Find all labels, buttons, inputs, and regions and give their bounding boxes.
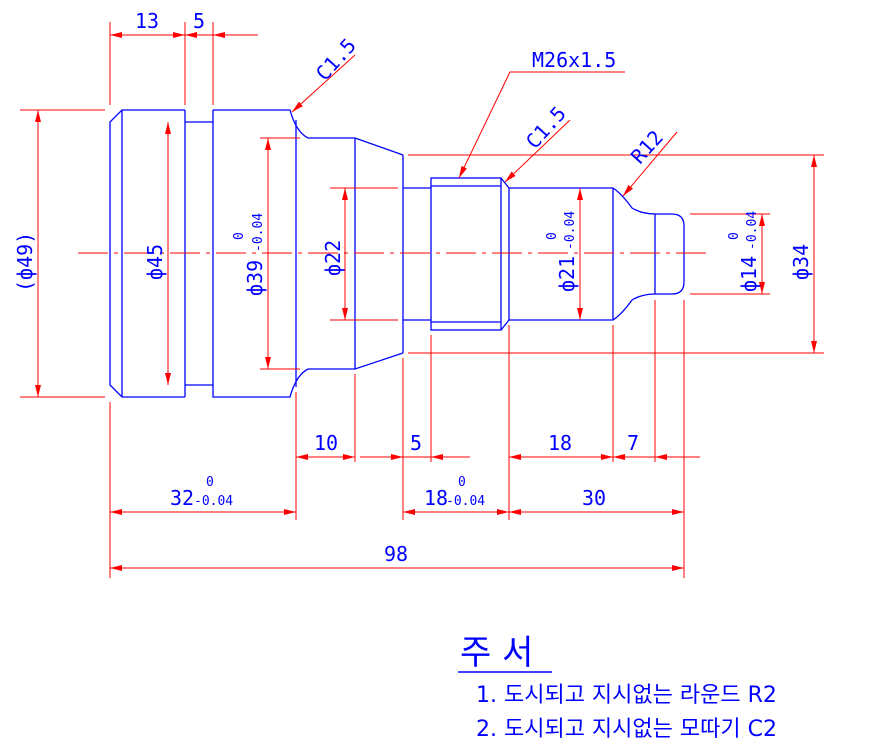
- len-30-label: 30: [582, 486, 606, 510]
- len-18b-upper-tol: 0: [458, 475, 466, 490]
- dia-22-label: ф22: [321, 240, 345, 276]
- chamfer-left-label: C1.5: [311, 33, 361, 85]
- len-5-label: 5: [410, 431, 422, 455]
- len-10-label: 10: [314, 431, 338, 455]
- dia-21-label: ф21: [555, 256, 579, 292]
- shaft-outline: [109, 109, 685, 398]
- len-32-lower-tol: -0.04: [194, 494, 233, 509]
- collar-49b: [212, 109, 404, 398]
- dimension-lines: [20, 22, 824, 578]
- thread-label: M26x1.5: [532, 48, 616, 72]
- dia-21-lower-tol: -0.04: [563, 211, 578, 250]
- len-32-label: 32: [170, 486, 194, 510]
- dia-39-lower-tol: -0.04: [251, 213, 266, 252]
- dia-14-label: ф14: [737, 256, 761, 292]
- dim-13: 13: [135, 9, 159, 33]
- dia-14-lower-tol: -0.04: [745, 211, 760, 250]
- notes-title: 주 서: [460, 633, 533, 673]
- notes-block: 주 서 1. 도시되고 지시없는 라운드 R2 2. 도시되고 지시없는 모따기…: [458, 633, 777, 742]
- len-18b-lower-tol: -0.04: [446, 494, 485, 509]
- dia-14-upper-tol: 0: [727, 232, 742, 240]
- dia-45-label: ф45: [143, 244, 167, 280]
- chamfer-right-label: C1.5: [521, 101, 571, 153]
- len-7-label: 7: [627, 431, 639, 455]
- len-18-label: 18: [548, 431, 572, 455]
- radius-label: R12: [626, 125, 668, 168]
- dim-5-top: 5: [193, 9, 205, 33]
- dia-34-label: ф34: [789, 244, 813, 280]
- dia-21-upper-tol: 0: [545, 232, 560, 240]
- dia-39-upper-tol: 0: [232, 232, 247, 240]
- len-32-upper-tol: 0: [206, 475, 214, 490]
- dia-49-label: (ф49): [13, 232, 37, 292]
- len-18b-label: 18: [424, 486, 448, 510]
- note-item-2: 2. 도시되고 지시없는 모따기 C2: [476, 717, 777, 742]
- collar-49: [109, 109, 185, 398]
- dia-39-label: ф39: [243, 260, 267, 296]
- note-item-1: 1. 도시되고 지시없는 라운드 R2: [476, 683, 777, 708]
- len-98-label: 98: [384, 542, 408, 566]
